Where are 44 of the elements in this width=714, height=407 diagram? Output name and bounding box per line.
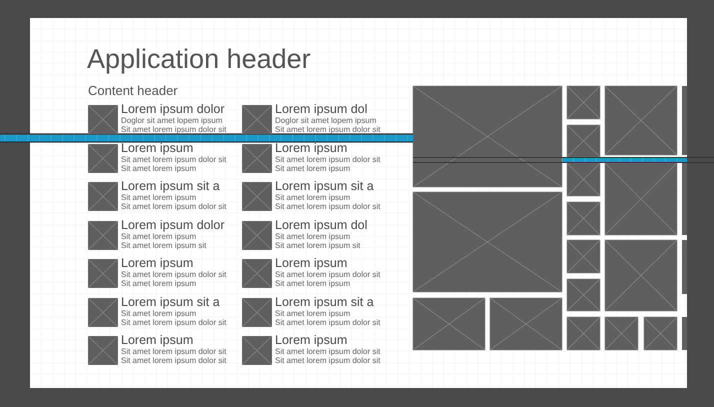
app-header: Application header [87, 43, 311, 76]
item-subtitle: Sit amet lorem ipsum dolor sit [121, 318, 226, 326]
item-subtitle: Sit amet lorem ipsum [121, 164, 198, 172]
item-subtitle: Sit amet lorem ipsum [121, 232, 198, 240]
item-subtitle: Sit amet lorem ipsum [275, 308, 352, 318]
item-title: Lorem ipsum sit a [275, 296, 375, 308]
item-subtitle: Sit amet lorem ipsum [121, 279, 198, 288]
item-subtitle: Sit amet lorem ipsum dolor sit [121, 154, 226, 164]
item-subtitle: Sit amet lorem ipsum dolor sit [121, 347, 226, 356]
item-title: Lorem ipsum sit a [121, 296, 221, 308]
item-subtitle: Sit amet lorem ipsum dolor sit [121, 125, 226, 134]
item-subtitle: Sit amet lorem ipsum [275, 164, 352, 172]
item-title: Lorem ipsum [275, 257, 348, 270]
item-title: Lorem ipsum dol [275, 218, 368, 232]
item-title: Lorem ipsum [121, 142, 194, 154]
item-subtitle: Sit amet lorem ipsum [275, 279, 352, 288]
item-subtitle: Sit amet lorem ipsum dolor sit [275, 154, 380, 164]
item-subtitle: Doglor sit amet lopem ipsum [121, 116, 224, 125]
item-title: Lorem ipsum [121, 257, 194, 270]
item-subtitle: Sit amet lorem ipsum sit [121, 240, 208, 250]
content-header: Content header [88, 83, 178, 99]
item-title: Lorem ipsum [275, 142, 348, 154]
item-title: Lorem ipsum sit a [275, 180, 375, 193]
item-subtitle: Sit amet lorem ipsum dolor sit [121, 270, 226, 279]
item-title: Lorem ipsum [275, 334, 348, 347]
item-title: Lorem ipsum sit a [121, 180, 221, 193]
item-subtitle: Sit amet lorem ipsum dolor sit [275, 270, 380, 279]
item-subtitle: Sit amet lorem ipsum dolor sit [275, 318, 380, 326]
item-title: Lorem ipsum dolor [121, 218, 225, 232]
item-subtitle: Doglor sit amet lopem ipsum [275, 116, 378, 125]
item-title: Lorem ipsum dol [275, 103, 368, 116]
item-subtitle: Sit amet lorem ipsum dolor sit [275, 356, 380, 365]
item-subtitle: Sit amet lorem ipsum dolor sit [275, 125, 380, 134]
item-subtitle: Sit amet lorem ipsum dolor sit [121, 202, 226, 211]
item-subtitle: Sit amet lorem ipsum dolor sit [275, 202, 380, 211]
item-subtitle: Sit amet lorem ipsum sit [275, 240, 362, 250]
item-subtitle: Sit amet lorem ipsum [121, 193, 198, 202]
item-subtitle: Sit amet lorem ipsum [275, 232, 352, 240]
item-title: Lorem ipsum dolor [121, 103, 226, 116]
item-title: Lorem ipsum [121, 334, 194, 347]
item-subtitle: Sit amet lorem ipsum [121, 308, 198, 318]
item-subtitle: Sit amet lorem ipsum dolor sit [275, 347, 380, 356]
item-subtitle: Sit amet lorem ipsum dolor sit [121, 356, 226, 365]
item-subtitle: Sit amet lorem ipsum [275, 193, 352, 202]
